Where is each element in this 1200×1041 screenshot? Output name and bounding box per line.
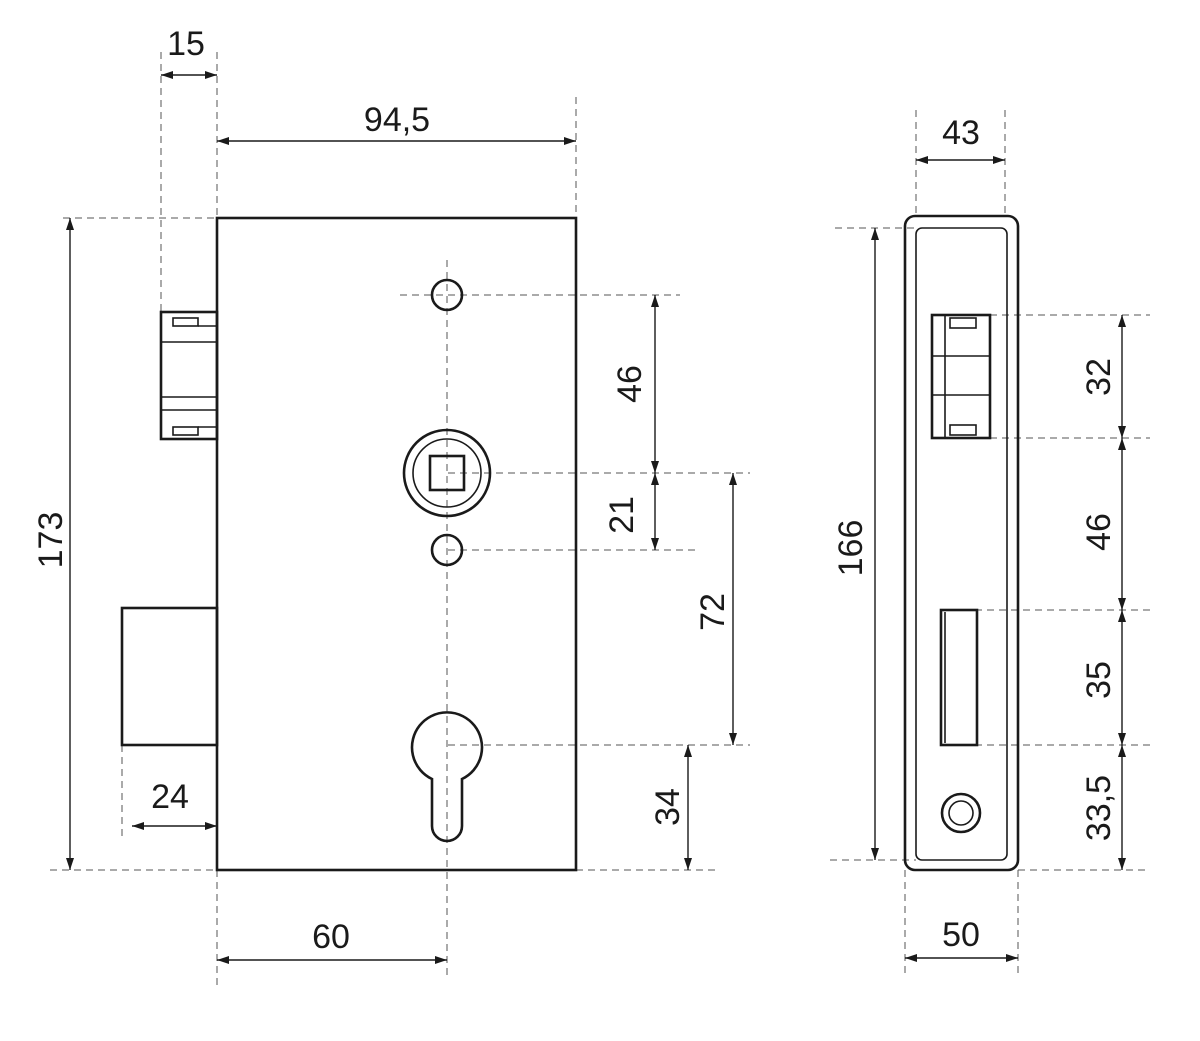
dim-follower-to-top-hole-label: 46	[611, 365, 649, 403]
forend-screw-hole	[940, 792, 982, 834]
front-extension-lines	[50, 52, 750, 990]
euro-cylinder-cutout	[410, 711, 484, 843]
dim-case-width-label: 94,5	[364, 101, 430, 139]
dim-bolt-height-label: 35	[1080, 661, 1118, 699]
handle-follower	[402, 428, 492, 518]
side-view: 43 166 32 46 35 33,5 50	[830, 110, 1150, 975]
dim-cylinder-to-bottom-label: 34	[649, 788, 687, 826]
dim-cylinder-offset-label: 60	[312, 918, 350, 956]
dim-latch-to-bolt-label: 46	[1080, 513, 1118, 551]
latch-face	[930, 313, 992, 440]
top-fixing-hole	[430, 278, 464, 312]
dim-inner-width: 43	[916, 114, 1005, 164]
dim-forend-height: 166	[832, 228, 879, 860]
dim-inner-width-label: 43	[942, 114, 980, 152]
dim-follower-to-lower-hole-label: 21	[603, 496, 641, 534]
lower-fixing-hole	[430, 533, 464, 567]
forend-plate	[903, 214, 1020, 872]
dim-latch-to-bolt: 46	[1080, 438, 1126, 610]
dim-case-width: 94,5	[217, 101, 576, 145]
lock-case-body	[215, 216, 578, 872]
dead-bolt	[120, 606, 219, 747]
dim-latch-height-label: 32	[1080, 358, 1118, 396]
dim-forend-height-label: 166	[832, 520, 870, 577]
dim-backset: 15	[161, 25, 217, 79]
dim-follower-to-top-hole: 46	[611, 295, 659, 473]
dim-bolt-to-bottom-label: 33,5	[1080, 775, 1118, 841]
bolt-opening	[939, 608, 979, 747]
dim-cylinder-offset: 60	[217, 918, 447, 964]
dim-cylinder-to-bottom: 34	[649, 745, 692, 870]
dim-backset-label: 15	[167, 25, 205, 63]
dim-latch-height: 32	[1080, 315, 1126, 438]
dim-follower-to-cylinder: 72	[694, 473, 737, 745]
dim-outer-width-label: 50	[942, 916, 980, 954]
dim-bolt-throw: 24	[132, 778, 217, 830]
dim-follower-to-lower-hole: 21	[603, 473, 659, 550]
dim-bolt-to-bottom: 33,5	[1080, 745, 1126, 870]
dim-outer-width: 50	[905, 916, 1018, 962]
dim-case-height: 173	[32, 218, 74, 870]
dim-bolt-height: 35	[1080, 610, 1126, 745]
dim-case-height-label: 173	[32, 512, 70, 569]
latch-bolt	[159, 310, 219, 441]
front-view: 15 94,5 173 46 21 72 34 24	[32, 25, 750, 990]
dim-bolt-throw-label: 24	[151, 778, 189, 816]
dim-follower-to-cylinder-label: 72	[694, 593, 732, 631]
